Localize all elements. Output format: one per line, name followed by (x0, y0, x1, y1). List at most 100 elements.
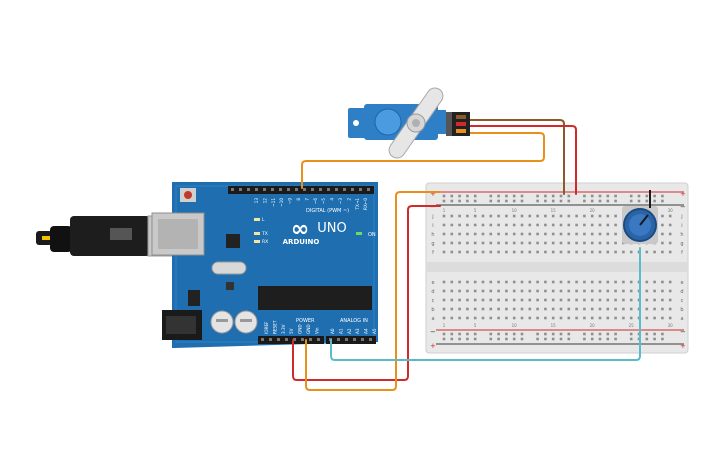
bb-hole[interactable] (567, 337, 571, 341)
bb-hole[interactable] (544, 316, 547, 320)
bb-hole[interactable] (528, 214, 532, 218)
bb-hole[interactable] (505, 199, 508, 203)
bb-hole[interactable] (590, 199, 594, 203)
bb-hole[interactable] (544, 250, 547, 254)
bb-hole[interactable] (544, 199, 547, 203)
bb-hole[interactable] (450, 250, 454, 254)
bb-hole[interactable] (497, 332, 500, 336)
bb-hole[interactable] (606, 250, 610, 254)
bb-hole[interactable] (466, 307, 469, 311)
bb-hole[interactable] (645, 316, 649, 320)
bb-hole[interactable] (559, 337, 563, 341)
bb-hole[interactable] (512, 307, 516, 311)
header-pin[interactable] (295, 188, 298, 191)
bb-hole[interactable] (489, 223, 493, 227)
bb-hole[interactable] (450, 241, 454, 245)
bb-hole[interactable] (450, 298, 454, 302)
bb-hole[interactable] (629, 289, 633, 293)
bb-hole[interactable] (606, 232, 610, 236)
bb-hole[interactable] (536, 307, 539, 311)
bb-hole[interactable] (551, 316, 555, 320)
bb-hole[interactable] (450, 280, 454, 284)
bb-hole[interactable] (442, 316, 446, 320)
bb-hole[interactable] (473, 223, 477, 227)
bb-hole[interactable] (559, 199, 563, 203)
bb-hole[interactable] (489, 194, 493, 198)
bb-hole[interactable] (489, 289, 493, 293)
bb-hole[interactable] (583, 316, 586, 320)
bb-hole[interactable] (450, 332, 454, 336)
bb-hole[interactable] (442, 337, 446, 341)
bb-hole[interactable] (559, 232, 563, 236)
bb-hole[interactable] (489, 316, 493, 320)
header-pin[interactable] (247, 188, 250, 191)
bb-hole[interactable] (512, 214, 516, 218)
header-pin[interactable] (345, 338, 348, 341)
bb-hole[interactable] (505, 194, 508, 198)
bb-hole[interactable] (481, 316, 485, 320)
bb-hole[interactable] (645, 250, 649, 254)
bb-hole[interactable] (590, 194, 594, 198)
bb-hole[interactable] (559, 307, 563, 311)
header-pin[interactable] (301, 338, 304, 341)
bb-hole[interactable] (544, 241, 547, 245)
bb-hole[interactable] (551, 298, 555, 302)
bb-hole[interactable] (505, 289, 508, 293)
bb-hole[interactable] (567, 298, 571, 302)
bb-hole[interactable] (544, 337, 547, 341)
bb-hole[interactable] (598, 223, 602, 227)
bb-hole[interactable] (583, 194, 586, 198)
bb-hole[interactable] (598, 337, 602, 341)
bb-hole[interactable] (528, 280, 532, 284)
bb-hole[interactable] (473, 289, 477, 293)
bb-hole[interactable] (481, 250, 485, 254)
bb-hole[interactable] (544, 214, 547, 218)
bb-hole[interactable] (458, 223, 461, 227)
servo-motor[interactable] (348, 85, 470, 161)
bb-hole[interactable] (505, 232, 508, 236)
bb-hole[interactable] (653, 194, 656, 198)
bb-hole[interactable] (668, 298, 672, 302)
bb-hole[interactable] (466, 289, 469, 293)
bb-hole[interactable] (629, 194, 633, 198)
bb-hole[interactable] (598, 250, 602, 254)
bb-hole[interactable] (473, 280, 477, 284)
header-pin[interactable] (303, 188, 306, 191)
bb-hole[interactable] (590, 241, 594, 245)
bb-hole[interactable] (645, 280, 649, 284)
header-pin[interactable] (343, 188, 346, 191)
bb-hole[interactable] (598, 241, 602, 245)
bb-hole[interactable] (489, 332, 493, 336)
bb-hole[interactable] (653, 332, 656, 336)
bb-hole[interactable] (512, 194, 516, 198)
bb-hole[interactable] (559, 194, 563, 198)
bb-hole[interactable] (458, 280, 461, 284)
bb-hole[interactable] (458, 241, 461, 245)
bb-hole[interactable] (606, 199, 610, 203)
wires[interactable] (292, 119, 641, 391)
bb-hole[interactable] (512, 337, 516, 341)
bb-hole[interactable] (590, 289, 594, 293)
bb-hole[interactable] (544, 232, 547, 236)
bb-hole[interactable] (614, 280, 617, 284)
bb-hole[interactable] (590, 250, 594, 254)
bb-hole[interactable] (606, 280, 610, 284)
bb-hole[interactable] (637, 199, 641, 203)
bb-hole[interactable] (536, 332, 539, 336)
bb-hole[interactable] (637, 194, 641, 198)
bb-hole[interactable] (442, 232, 446, 236)
bb-hole[interactable] (512, 199, 516, 203)
bb-hole[interactable] (614, 232, 617, 236)
bb-hole[interactable] (661, 289, 664, 293)
bb-hole[interactable] (614, 316, 617, 320)
bb-hole[interactable] (551, 241, 555, 245)
bb-hole[interactable] (442, 289, 446, 293)
bb-hole[interactable] (528, 232, 532, 236)
bb-hole[interactable] (458, 337, 461, 341)
bb-hole[interactable] (559, 214, 563, 218)
bb-hole[interactable] (473, 232, 477, 236)
bb-hole[interactable] (575, 223, 578, 227)
bb-hole[interactable] (512, 250, 516, 254)
bb-hole[interactable] (551, 289, 555, 293)
bb-hole[interactable] (622, 280, 625, 284)
